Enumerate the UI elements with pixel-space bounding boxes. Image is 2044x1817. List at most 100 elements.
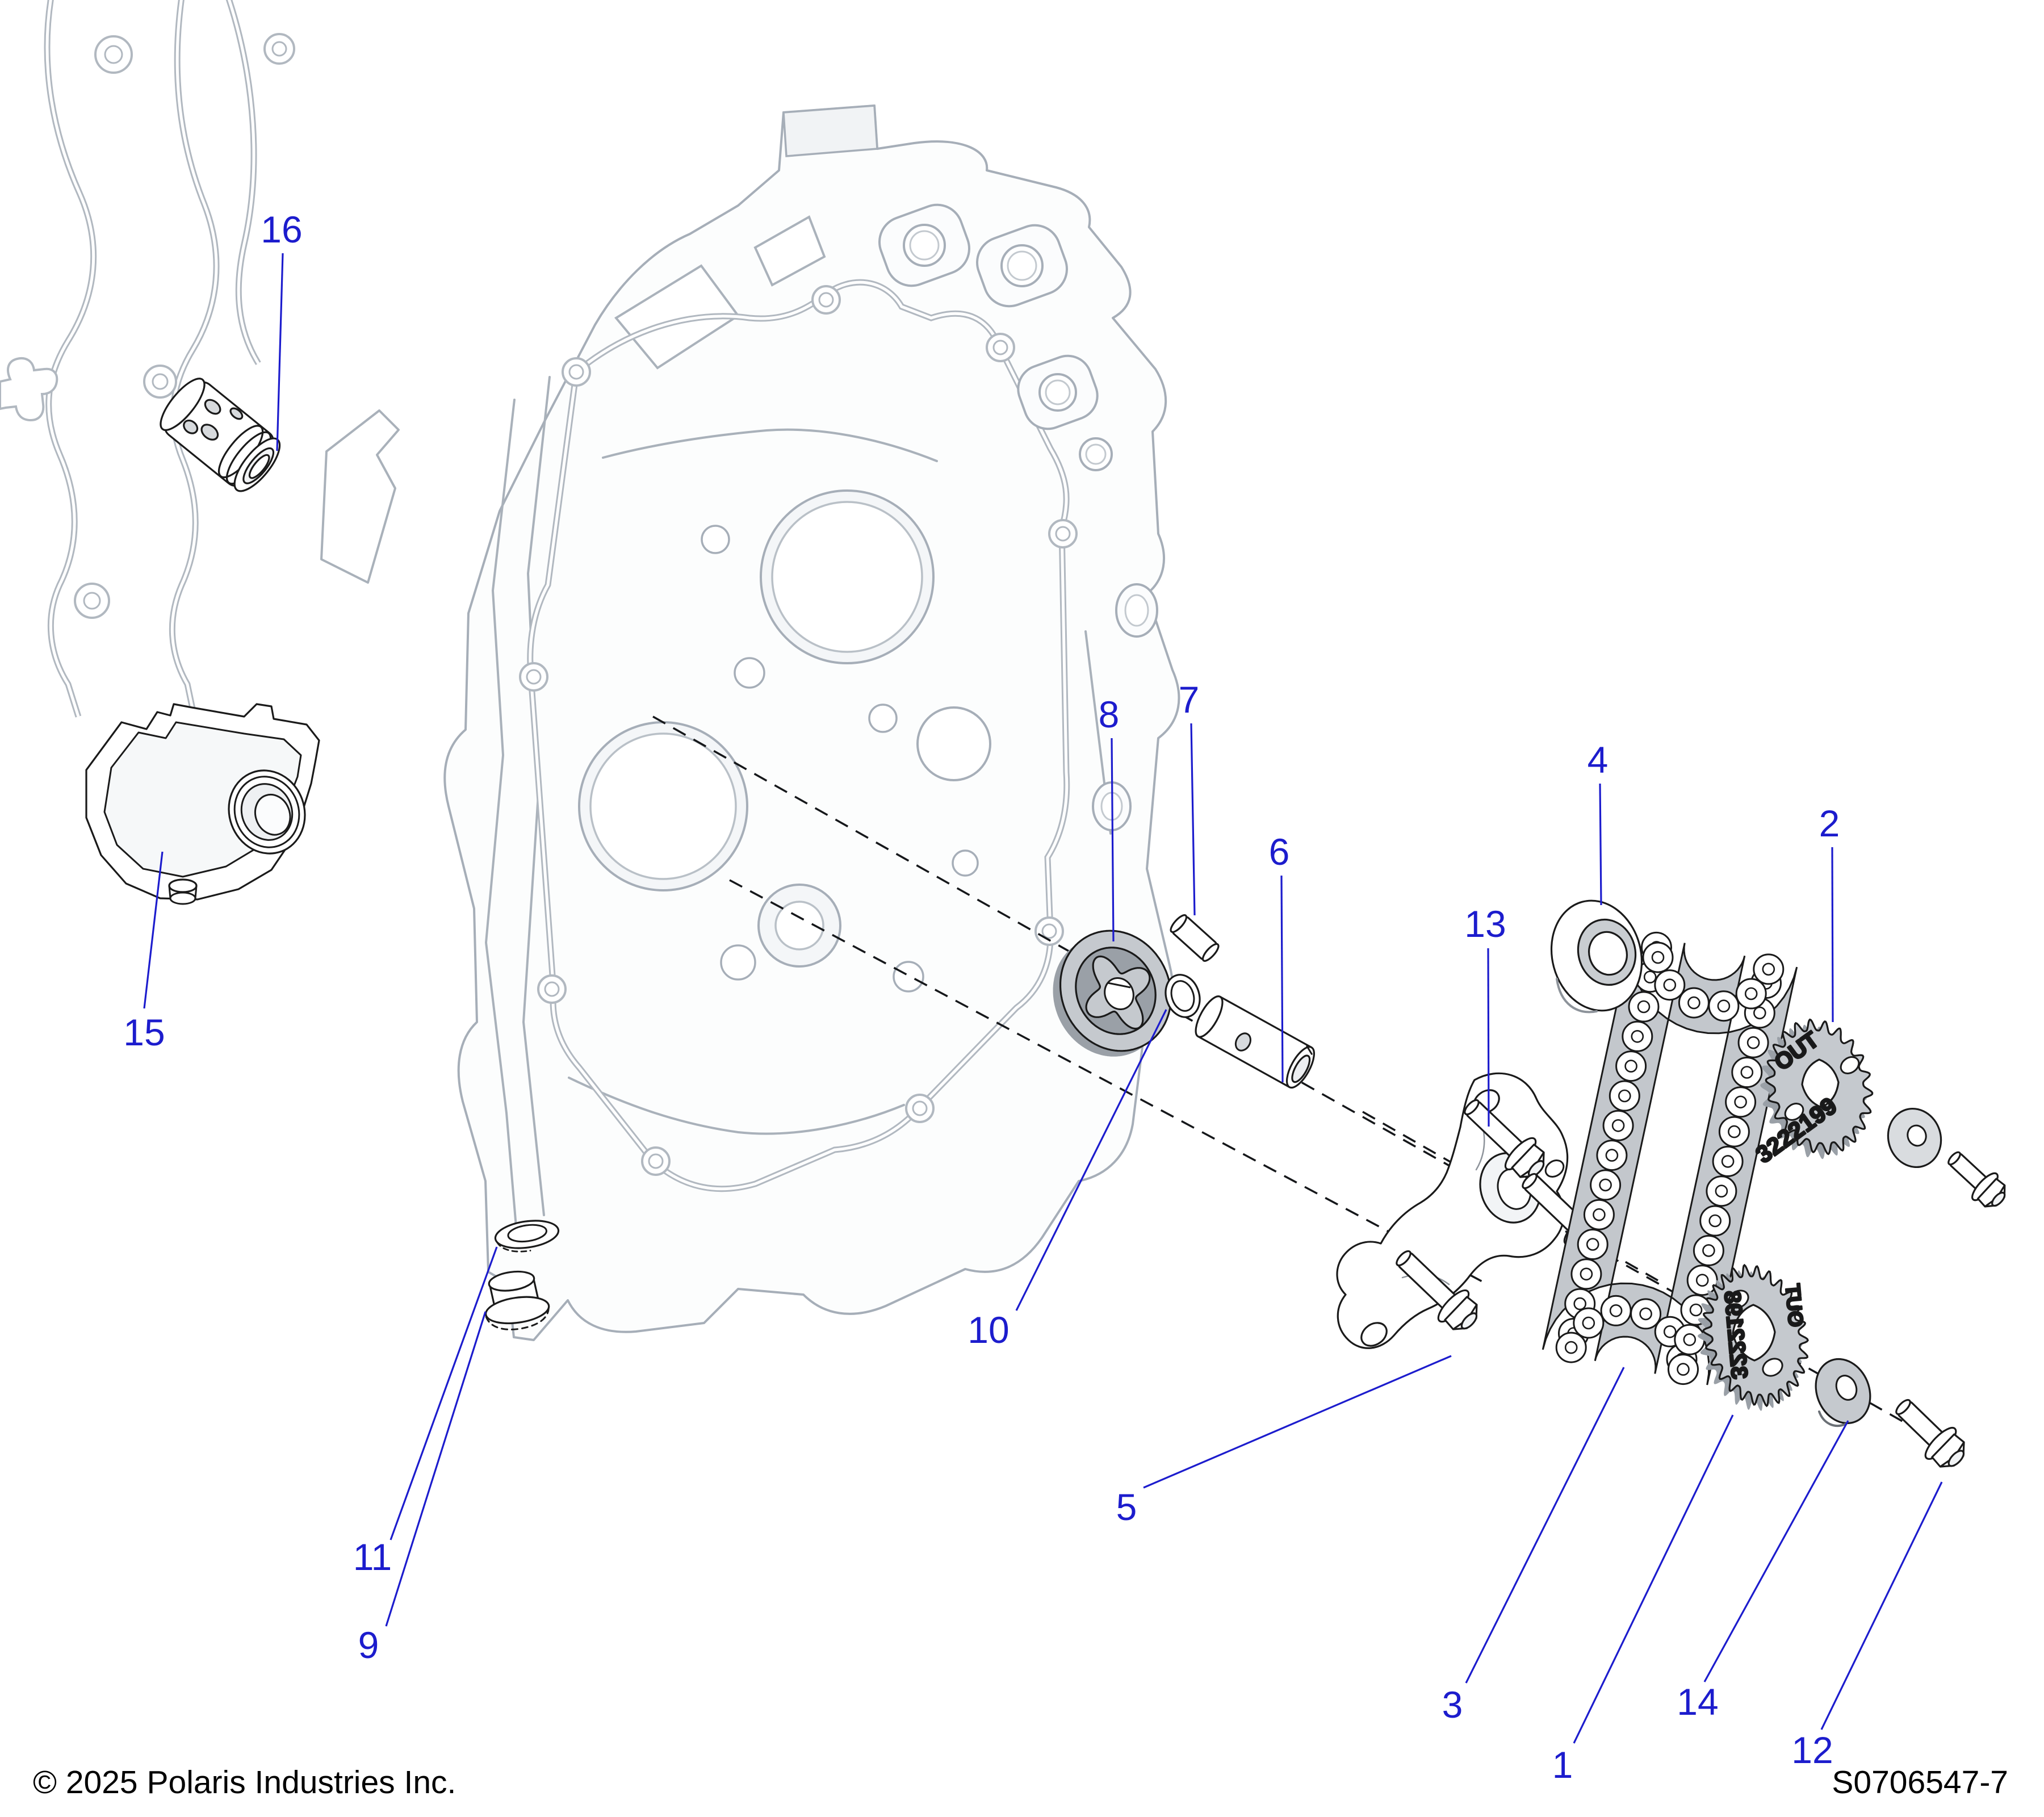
bolt-shank-tip	[1947, 1151, 1961, 1166]
part-14-washer	[1815, 1358, 1871, 1427]
gasket-ear-hole	[648, 1153, 664, 1169]
callout-10-retaining-ring[interactable]: 10	[967, 1309, 1009, 1351]
chain-pin	[1631, 1030, 1644, 1043]
chain-band	[1542, 931, 1798, 1385]
bolt-head-face	[1460, 1312, 1478, 1330]
pump-mounting-bolts	[1396, 1099, 2006, 1468]
chain-pin	[1599, 1178, 1612, 1192]
gasket-ear-hole	[992, 340, 1008, 355]
crankcase-bores	[578, 489, 991, 993]
footer-copyright: © 2025 Polaris Industries Inc.	[33, 1764, 456, 1801]
pump-sprocket-stamp-out: OUT	[1781, 1283, 1808, 1328]
callout-11-leader	[389, 1246, 498, 1540]
part-15-oil-strainer-cover	[85, 703, 320, 905]
chain-pin	[1618, 1089, 1631, 1103]
chain-pin	[1721, 1155, 1735, 1168]
callout-13-leader	[1487, 948, 1490, 1127]
part-9-oil-plug	[485, 1270, 550, 1330]
lower-bolt-centerline	[729, 879, 1488, 1286]
part-10-retaining-ring	[1165, 974, 1201, 1018]
chain-pin	[1609, 1304, 1623, 1317]
chain-pin	[1740, 1066, 1754, 1079]
part-8-pump-rotor-set	[1053, 930, 1172, 1057]
callout-15-oil-strainer-cover[interactable]: 15	[123, 1011, 165, 1053]
chain-pin	[1564, 1341, 1578, 1354]
gasket-ear-hole	[818, 292, 834, 308]
callout-11-sealing-washer[interactable]: 11	[353, 1536, 392, 1578]
callout-13-pump-mounting-screw[interactable]: 13	[1464, 903, 1506, 945]
callout-12-flange-screw-pump-sprocket[interactable]: 12	[1791, 1729, 1833, 1771]
drive-sprocket-washer	[1887, 1107, 1942, 1169]
bolt-shank-tip	[1895, 1399, 1911, 1416]
chain-pin	[1728, 1125, 1741, 1138]
crankcase-main	[320, 104, 1180, 1341]
bolt-shank-tip	[1396, 1250, 1411, 1267]
chain-pin	[1717, 999, 1731, 1012]
callout-9-oil-plug[interactable]: 9	[358, 1624, 379, 1666]
chain-pin	[1586, 1238, 1599, 1251]
callout-2-oil-pump-drive-sprocket[interactable]: 2	[1819, 802, 1840, 844]
callout-12-leader	[1820, 1481, 1943, 1730]
gasket-ear-hole	[1055, 526, 1071, 542]
callout-3-oil-pump-chain[interactable]: 3	[1442, 1684, 1463, 1726]
chain-pin	[1687, 996, 1700, 1010]
callout-6-leader	[1280, 875, 1284, 1083]
callout-8-leader	[1111, 738, 1115, 942]
chain-pin	[1605, 1149, 1619, 1162]
callout-10-leader	[1015, 1009, 1167, 1311]
callout-14-sprocket-washer[interactable]: 14	[1677, 1681, 1718, 1723]
bolt-head-face	[1991, 1191, 2006, 1207]
callout-15-leader	[143, 851, 164, 1009]
drive-sprocket-screw	[1947, 1151, 2006, 1208]
part-13-pump-mounting-screw	[1464, 1099, 1545, 1178]
chain-pin	[1593, 1208, 1606, 1221]
chain-pin	[1573, 1297, 1586, 1311]
chain-pin	[1683, 1333, 1697, 1346]
callout-16-leader	[276, 253, 284, 451]
gasket-ear-hole	[912, 1100, 928, 1116]
chain-pin	[1689, 1303, 1703, 1317]
bolt-shank-tip	[1464, 1099, 1480, 1116]
chain-pin	[1580, 1267, 1593, 1281]
chain-pin	[1643, 970, 1657, 983]
crankcase-left-half	[0, 0, 295, 718]
crankcase-gasket-trace	[527, 279, 1070, 1192]
callout-5-leader	[1143, 1355, 1452, 1489]
case-window	[753, 215, 826, 287]
callout-9-leader	[385, 1311, 487, 1627]
rotor-bore-flat	[1107, 982, 1131, 989]
chain-pin	[1702, 1244, 1715, 1257]
chain-pin	[1677, 1363, 1690, 1376]
part-3-oil-pump-chain	[1542, 931, 1798, 1385]
callout-4-drive-spacer[interactable]: 4	[1588, 739, 1609, 781]
footer-document-number: S0706547-7	[1832, 1764, 2008, 1801]
gasket-ears	[519, 285, 1078, 1176]
chain-pin	[1582, 1316, 1595, 1330]
callout-3-leader	[1465, 1367, 1625, 1684]
callout-5-oil-pump-body[interactable]: 5	[1116, 1486, 1137, 1528]
callout-7-dowel-pin[interactable]: 7	[1179, 679, 1200, 721]
callout-4-leader	[1599, 783, 1602, 906]
part-11-sealing-washer	[494, 1220, 560, 1253]
callout-2-leader	[1831, 847, 1834, 1023]
chain-pin	[1753, 1006, 1766, 1020]
chain-pin	[1744, 987, 1758, 1000]
bolt-shank-tip	[1522, 1173, 1538, 1190]
part-16-relief-valve	[160, 378, 281, 492]
callout-16-oil-pressure-relief-valve[interactable]: 16	[261, 208, 302, 250]
callout-8-oil-pump-rotor-set[interactable]: 8	[1099, 693, 1120, 735]
chain-pin	[1695, 1274, 1709, 1287]
chain-pin	[1663, 1325, 1677, 1338]
outer-rotor-ring	[1059, 930, 1172, 1052]
chain-pin	[1624, 1060, 1637, 1073]
gasket-ear-hole	[544, 981, 560, 997]
callout-1-oil-pump-sprocket[interactable]: 1	[1552, 1744, 1573, 1786]
pump-mounting-screw-c	[1396, 1250, 1478, 1330]
chain-pin	[1637, 1000, 1651, 1014]
gasket-ear-hole	[526, 669, 542, 685]
chain-pin	[1611, 1119, 1625, 1132]
callout-14-leader	[1703, 1420, 1849, 1682]
callout-6-oil-pump-shaft[interactable]: 6	[1269, 831, 1290, 873]
